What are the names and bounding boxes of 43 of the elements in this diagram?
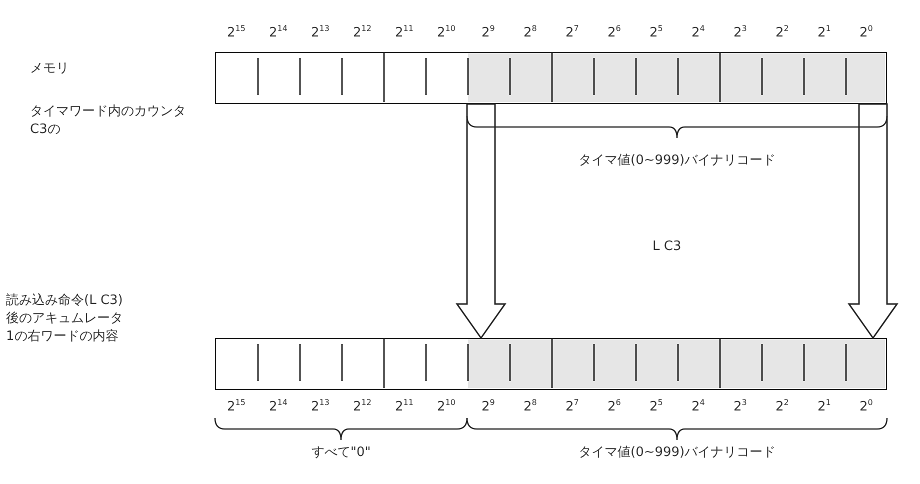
bit-weight-label: 2$^{1}$: [818, 23, 831, 42]
description-text: 読み込み命令(L C3)後のアキュムレータ1の右ワードの内容: [6, 292, 124, 346]
bit-weight-label: 2$^{15}$: [227, 23, 246, 42]
description-text: タイマワード内のカウンタC3の: [30, 103, 187, 139]
bit-weight-label: 2$^{3}$: [734, 23, 747, 42]
bit-weight-label: 2$^{12}$: [353, 23, 372, 42]
bit-weight-label: 2$^{5}$: [650, 23, 663, 42]
bit-weight-label: 2$^{11}$: [395, 23, 414, 42]
bit-weight-label: 2$^{4}$: [692, 23, 705, 42]
bit-weight-label: 2$^{11}$: [395, 397, 414, 416]
bit-weight-label: 2$^{1}$: [818, 397, 831, 416]
bit-weight-label: 2$^{6}$: [608, 23, 621, 42]
bit-weight-label: 2$^{13}$: [311, 397, 330, 416]
bit-weight-label: 2$^{0}$: [860, 397, 873, 416]
bit-weight-label: 2$^{6}$: [608, 397, 621, 416]
register-bar: [215, 338, 887, 390]
memory-label: メモリ: [30, 60, 69, 78]
brace-label: タイマ値(0~999)バイナリコード: [578, 152, 776, 170]
block-arrow: [848, 103, 898, 340]
bit-weight-label: 2$^{14}$: [269, 23, 288, 42]
bit-weight-label: 2$^{13}$: [311, 23, 330, 42]
bit-weight-label: 2$^{5}$: [650, 397, 663, 416]
bit-weight-label: 2$^{10}$: [437, 23, 456, 42]
register-bar: [215, 52, 887, 104]
brace-label: すべて"0": [312, 444, 371, 462]
bit-weight-label: 2$^{0}$: [860, 23, 873, 42]
bit-weight-label: 2$^{9}$: [482, 23, 495, 42]
bit-weight-label: 2$^{7}$: [566, 23, 579, 42]
bit-weight-label: 2$^{12}$: [353, 397, 372, 416]
bit-weight-label: 2$^{4}$: [692, 397, 705, 416]
brace-label: タイマ値(0~999)バイナリコード: [578, 444, 776, 462]
bit-weight-label: 2$^{9}$: [482, 397, 495, 416]
block-arrow: [456, 103, 506, 340]
bit-weight-label: 2$^{2}$: [776, 397, 789, 416]
bit-weight-label: 2$^{3}$: [734, 397, 747, 416]
bit-weight-label: 2$^{8}$: [524, 23, 537, 42]
bit-weight-label: 2$^{2}$: [776, 23, 789, 42]
bit-weight-label: 2$^{7}$: [566, 397, 579, 416]
bit-weight-label: 2$^{10}$: [437, 397, 456, 416]
instruction-label: L C3: [652, 238, 682, 256]
bit-weight-label: 2$^{8}$: [524, 397, 537, 416]
bit-weight-label: 2$^{15}$: [227, 397, 246, 416]
bit-weight-label: 2$^{14}$: [269, 397, 288, 416]
